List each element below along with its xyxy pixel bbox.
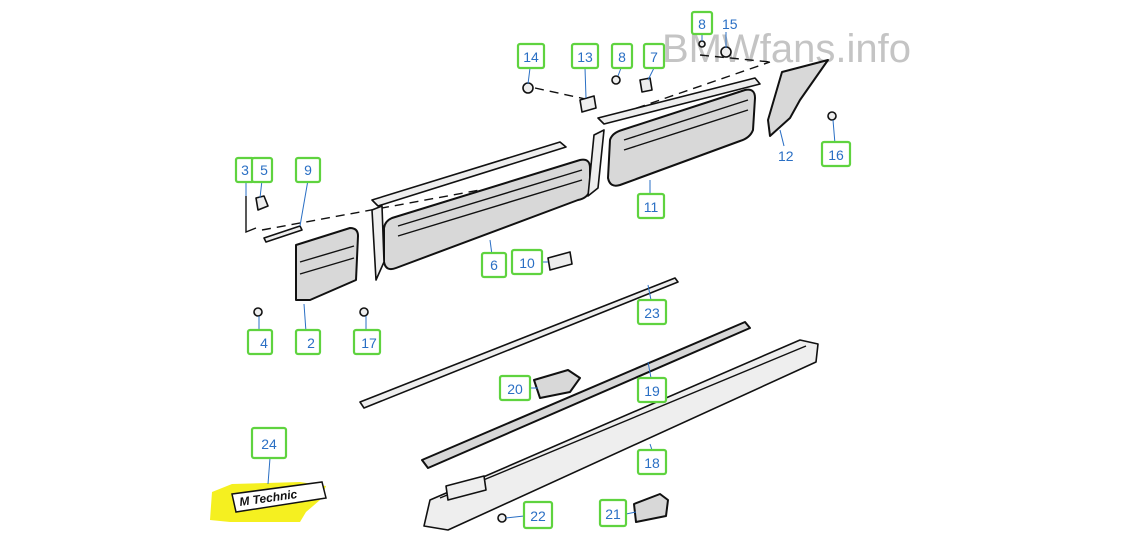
upper-trim-strip-rear bbox=[597, 77, 761, 125]
callout-text: 8 bbox=[698, 16, 706, 32]
callout-16: 16 bbox=[820, 140, 852, 168]
callout-8: 8 bbox=[610, 42, 634, 70]
screw-part-17 bbox=[359, 307, 369, 317]
clip-part-16 bbox=[827, 111, 837, 121]
moulding-groove bbox=[397, 179, 583, 237]
callout-14: 14 bbox=[516, 42, 546, 70]
clip-part-14 bbox=[522, 82, 534, 94]
callout-19: 19 bbox=[636, 376, 668, 404]
leader-line bbox=[303, 303, 307, 333]
callout-text: 13 bbox=[577, 49, 593, 65]
clip-part-13 bbox=[579, 95, 597, 113]
callout-text: 3 bbox=[241, 162, 249, 178]
callout-21: 21 bbox=[598, 498, 628, 528]
callout-11: 11 bbox=[636, 192, 666, 220]
rocker-panel-edge bbox=[439, 345, 807, 499]
upper-trim-strip bbox=[371, 141, 567, 207]
callout-text: 5 bbox=[260, 162, 268, 178]
callout-17: 17 bbox=[352, 328, 382, 356]
leader-line bbox=[617, 67, 622, 77]
callout-text: 6 bbox=[490, 257, 498, 273]
end-cap-part-21 bbox=[633, 493, 669, 523]
rear-door-moulding bbox=[607, 88, 756, 187]
callout-4: 4 bbox=[246, 328, 274, 356]
fender-trim-groove bbox=[299, 257, 355, 275]
clip-part-15 bbox=[720, 46, 732, 58]
leader-line bbox=[779, 129, 785, 147]
alignment-dash-line bbox=[699, 54, 771, 63]
leader-line bbox=[647, 67, 655, 81]
callout-text: 7 bbox=[650, 49, 658, 65]
rocker-inner-strip bbox=[421, 321, 751, 469]
rocker-panel-cover bbox=[423, 339, 819, 531]
leader-line bbox=[832, 119, 836, 145]
clip-part-7 bbox=[639, 77, 653, 93]
callout-15-text: 15 bbox=[722, 16, 738, 32]
callout-text: 4 bbox=[260, 335, 268, 351]
callout-6: 6 bbox=[480, 251, 508, 279]
callout-7: 7 bbox=[642, 42, 666, 70]
screw-part-22 bbox=[497, 513, 507, 523]
callout-text: 9 bbox=[304, 162, 312, 178]
alignment-dash-line bbox=[607, 61, 771, 119]
clip-part-8 bbox=[611, 75, 621, 85]
callout-22: 22 bbox=[522, 500, 554, 530]
callout-20: 20 bbox=[498, 374, 532, 402]
bracket-part-20 bbox=[533, 369, 581, 399]
callout-text: 22 bbox=[530, 508, 546, 524]
leader-line bbox=[647, 361, 652, 379]
callout-23: 23 bbox=[636, 298, 668, 326]
callout-9: 9 bbox=[294, 156, 322, 184]
callout-24: 24 bbox=[250, 426, 288, 460]
moulding-groove bbox=[623, 109, 749, 151]
clip-part-10 bbox=[547, 251, 573, 271]
rocker-end-piece bbox=[445, 475, 487, 501]
front-fender-trim bbox=[295, 227, 359, 301]
callout-5: 5 bbox=[250, 156, 274, 184]
callout-text: 17 bbox=[361, 335, 377, 351]
front-door-edge-trim bbox=[371, 205, 385, 281]
leader-line bbox=[527, 67, 531, 85]
rear-door-edge-trim bbox=[587, 129, 605, 197]
leader-line bbox=[625, 511, 637, 515]
leader-line bbox=[647, 284, 652, 301]
callout-13: 13 bbox=[570, 42, 600, 70]
leader-line bbox=[505, 515, 525, 519]
screw-part-4 bbox=[253, 307, 263, 317]
seal-strip bbox=[359, 277, 679, 409]
alignment-dash-line bbox=[534, 87, 591, 101]
clip-part-5 bbox=[255, 195, 269, 211]
callout-text: 10 bbox=[519, 255, 535, 271]
callout-text: 21 bbox=[605, 506, 621, 522]
leader-line bbox=[584, 67, 587, 99]
callout-text: 20 bbox=[507, 381, 523, 397]
front-door-moulding bbox=[383, 158, 591, 271]
bracket-part-3 bbox=[245, 196, 257, 234]
callout-text: 8 bbox=[618, 49, 626, 65]
alignment-dash-line bbox=[261, 189, 481, 231]
callout-8-top: 8 bbox=[690, 10, 714, 36]
fender-trim-groove bbox=[299, 245, 355, 263]
moulding-groove bbox=[623, 99, 749, 141]
callout-10: 10 bbox=[510, 248, 544, 276]
strip-part-9 bbox=[263, 225, 303, 243]
callout-2: 2 bbox=[294, 328, 322, 356]
callout-text: 23 bbox=[644, 305, 660, 321]
leader-line bbox=[299, 179, 309, 227]
callout-text: 16 bbox=[828, 147, 844, 163]
clip-part-8-top bbox=[698, 40, 706, 48]
leader-line bbox=[267, 457, 271, 485]
callout-text: 18 bbox=[644, 455, 660, 471]
callout-text: 24 bbox=[261, 436, 277, 452]
badge-plate bbox=[231, 481, 327, 513]
callout-text: 14 bbox=[523, 49, 539, 65]
callout-text: 2 bbox=[307, 335, 315, 351]
rear-quarter-trim bbox=[767, 59, 829, 137]
callout-text: 19 bbox=[644, 383, 660, 399]
callout-text: 11 bbox=[644, 199, 659, 215]
moulding-groove bbox=[397, 169, 583, 227]
callout-12-text: 12 bbox=[778, 148, 794, 164]
callout-18: 18 bbox=[636, 448, 668, 476]
